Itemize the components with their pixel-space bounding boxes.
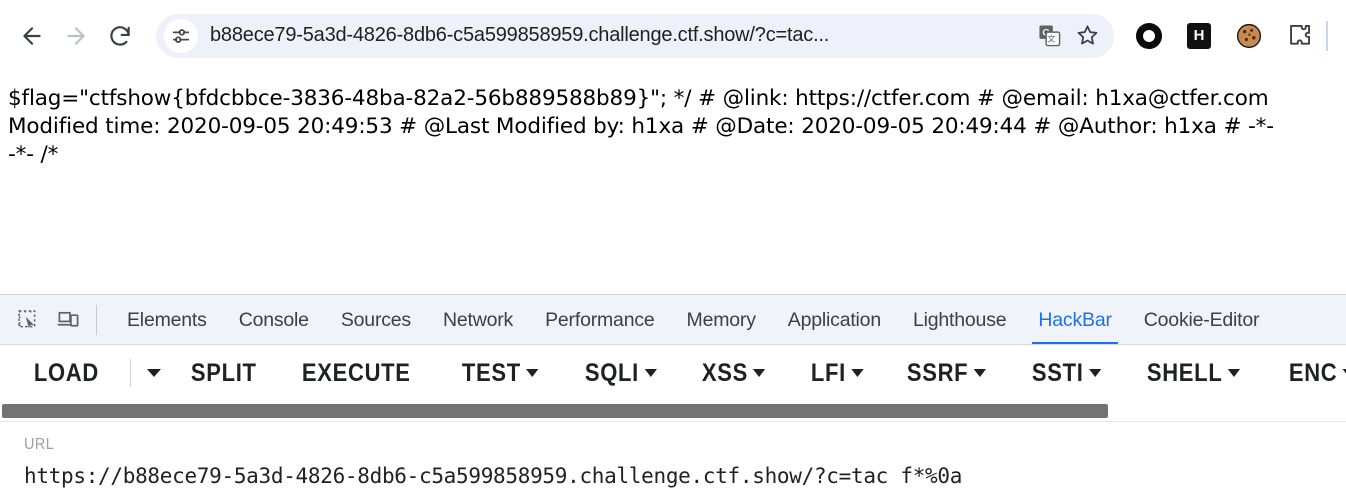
- hackbar-load-divider: [130, 359, 131, 387]
- hackbar-ssrf-label: SSRF: [906, 359, 967, 388]
- address-bar-url-text[interactable]: b88ece79-5a3d-4826-8db6-c5a599858959.cha…: [210, 24, 1030, 47]
- hackbar-xss-label: XSS: [702, 359, 748, 388]
- chevron-down-icon: [526, 369, 538, 377]
- hackbar-lfi-button[interactable]: LFI: [795, 353, 879, 393]
- hackbar-split-label: SPLIT: [191, 359, 257, 388]
- forward-arrow-icon: [63, 23, 89, 49]
- hackbar-sqli-button[interactable]: SQLI: [569, 353, 672, 393]
- hackbar-test-label: TEST: [461, 359, 520, 388]
- hackbar-test-button[interactable]: TEST: [446, 353, 554, 393]
- chevron-down-icon: [753, 369, 765, 377]
- hackbar-enc-label: ENC: [1289, 359, 1338, 388]
- tab-sources[interactable]: Sources: [325, 295, 427, 345]
- tab-performance[interactable]: Performance: [529, 295, 670, 345]
- address-bar[interactable]: b88ece79-5a3d-4826-8db6-c5a599858959.cha…: [156, 14, 1114, 58]
- chevron-down-icon: [973, 369, 985, 377]
- back-button[interactable]: [10, 14, 54, 58]
- hackbar-load-label: LOAD: [34, 359, 99, 388]
- forward-button[interactable]: [54, 14, 98, 58]
- hackbar-sqli-label: SQLI: [584, 359, 638, 388]
- hackbar-load-button[interactable]: LOAD: [18, 353, 115, 393]
- hackbar-ssti-label: SSTI: [1032, 359, 1084, 388]
- extensions-puzzle-icon[interactable]: [1280, 17, 1318, 55]
- extension-icon-group: H: [1130, 17, 1318, 55]
- translate-icon[interactable]: G 文: [1030, 17, 1068, 55]
- tab-elements[interactable]: Elements: [111, 295, 223, 345]
- page-text-line-1: $flag="ctfshow{bfdcbbce-3836-48ba-82a2-5…: [8, 85, 1346, 113]
- chevron-down-icon: [1228, 369, 1240, 377]
- ring-glyph: [1136, 23, 1162, 49]
- hackbar-ssti-button[interactable]: SSTI: [1016, 353, 1117, 393]
- bookmark-star-icon[interactable]: [1068, 17, 1106, 55]
- cookie-icon: [1235, 22, 1263, 50]
- devtools-toolbar-divider: [96, 305, 97, 335]
- hackbar-toolbar: LOAD SPLIT EXECUTE TEST SQLI XSS LFI S: [0, 345, 1346, 401]
- hackbar-shell-button[interactable]: SHELL: [1131, 353, 1256, 393]
- site-settings-sliders-icon: [170, 25, 192, 47]
- svg-text:文: 文: [1047, 33, 1055, 43]
- hackbar-url-panel: URL https://b88ece79-5a3d-4826-8db6-c5a5…: [0, 421, 1346, 504]
- browser-toolbar: b88ece79-5a3d-4826-8db6-c5a599858959.cha…: [0, 0, 1346, 71]
- chevron-down-icon: [147, 369, 161, 377]
- tab-hackbar[interactable]: HackBar: [1022, 295, 1127, 345]
- hackbar-url-input[interactable]: https://b88ece79-5a3d-4826-8db6-c5a59985…: [24, 464, 1346, 488]
- chevron-down-icon: [851, 369, 863, 377]
- tab-console[interactable]: Console: [223, 295, 325, 345]
- site-info-button[interactable]: [164, 19, 198, 53]
- hackbar-shell-label: SHELL: [1147, 359, 1223, 388]
- hackbar-load-dropdown-button[interactable]: [133, 353, 175, 393]
- page-content: $flag="ctfshow{bfdcbbce-3836-48ba-82a2-5…: [0, 71, 1346, 294]
- page-text-line-3: -*- /*: [8, 141, 1346, 169]
- hackbar-execute-button[interactable]: EXECUTE: [286, 353, 427, 393]
- hackbar-lfi-label: LFI: [810, 359, 845, 388]
- hackbar-badge-label: H: [1187, 23, 1211, 49]
- hackbar-xss-button[interactable]: XSS: [686, 353, 781, 393]
- hackbar-ssrf-button[interactable]: SSRF: [891, 353, 1002, 393]
- tab-network[interactable]: Network: [427, 295, 529, 345]
- page-text-line-2: Modified time: 2020-09-05 20:49:53 # @La…: [8, 113, 1346, 141]
- device-toolbar-icon[interactable]: [48, 300, 88, 340]
- devtools-tab-bar: Elements Console Sources Network Perform…: [0, 295, 1346, 345]
- hackbar-extension-icon[interactable]: H: [1180, 17, 1218, 55]
- hackbar-enc-button[interactable]: ENC: [1273, 353, 1346, 393]
- toolbar-divider: [1326, 21, 1328, 51]
- reload-icon: [107, 23, 133, 49]
- reload-button[interactable]: [98, 14, 142, 58]
- ring-extension-icon[interactable]: [1130, 17, 1168, 55]
- back-arrow-icon: [19, 23, 45, 49]
- tab-application[interactable]: Application: [772, 295, 897, 345]
- hackbar-execute-label: EXECUTE: [302, 359, 411, 388]
- tab-cookie-editor[interactable]: Cookie-Editor: [1128, 295, 1276, 345]
- hackbar-url-label: URL: [24, 436, 1214, 454]
- hackbar-split-button[interactable]: SPLIT: [175, 353, 273, 393]
- inspect-element-icon[interactable]: [8, 300, 48, 340]
- devtools-panel: Elements Console Sources Network Perform…: [0, 294, 1346, 503]
- cookie-editor-extension-icon[interactable]: [1230, 17, 1268, 55]
- tab-memory[interactable]: Memory: [671, 295, 772, 345]
- hackbar-toolbar-scrollbar-track[interactable]: [0, 401, 1346, 421]
- chevron-down-icon: [1089, 369, 1101, 377]
- tab-lighthouse[interactable]: Lighthouse: [897, 295, 1022, 345]
- horizontal-scrollbar[interactable]: [2, 404, 1108, 418]
- chevron-down-icon: [644, 369, 656, 377]
